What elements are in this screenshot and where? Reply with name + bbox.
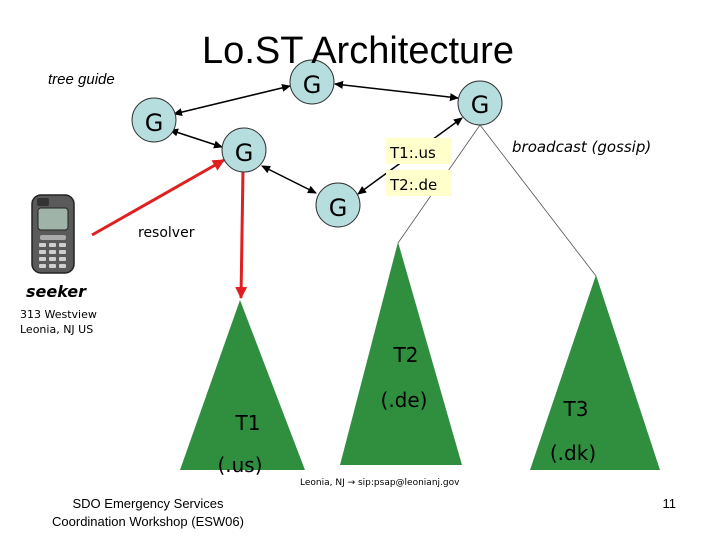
tree-t2-domain: (.de) bbox=[381, 388, 428, 412]
broadcast-label: broadcast (gossip) bbox=[512, 138, 651, 156]
slide-title: Lo.ST Architecture bbox=[202, 30, 514, 72]
node-lower: G bbox=[315, 182, 361, 228]
link-middle-lower bbox=[261, 165, 317, 194]
tree-t2 bbox=[340, 242, 462, 465]
broadcast-line-1 bbox=[479, 124, 597, 277]
table-entry-2: T2:.de bbox=[389, 176, 437, 194]
query-arrow-g-to-t1 bbox=[235, 169, 248, 299]
mapping-note: Leonia, NJ → sip:psap@leonianj.gov bbox=[300, 478, 460, 488]
table-entry-box-1 bbox=[386, 138, 452, 164]
tree-t3 bbox=[530, 275, 660, 470]
link-left-middle bbox=[169, 128, 223, 149]
tree-t2-name: T2 bbox=[393, 343, 419, 367]
tree-t3-name: T3 bbox=[563, 397, 589, 421]
tree-t1 bbox=[180, 300, 305, 470]
tree-t1-name: T1 bbox=[235, 411, 261, 435]
address-line-1: 313 Westview bbox=[20, 308, 97, 321]
resolver-label: resolver bbox=[138, 225, 195, 241]
seeker-label: seeker bbox=[26, 282, 87, 301]
link-top-right bbox=[334, 80, 459, 102]
node-top: G bbox=[289, 59, 335, 105]
tree-t1-domain: (.us) bbox=[217, 453, 262, 477]
page-number: 11 bbox=[663, 496, 677, 511]
tree-guide-label: tree guide bbox=[48, 71, 115, 88]
node-middle: G bbox=[221, 127, 267, 173]
address-line-2: Leonia, NJ US bbox=[20, 323, 93, 336]
node-lower-label: G bbox=[329, 194, 348, 222]
node-right: G bbox=[457, 80, 503, 126]
node-left: G bbox=[131, 97, 177, 143]
table-entry-1: T1:.us bbox=[389, 144, 436, 162]
footer-line-1: SDO Emergency Services bbox=[73, 496, 224, 511]
node-top-label: G bbox=[303, 71, 322, 99]
mobile-phone-icon bbox=[31, 194, 75, 274]
node-middle-label: G bbox=[235, 139, 254, 167]
node-left-label: G bbox=[145, 109, 164, 137]
table-entry-box-2 bbox=[386, 170, 452, 196]
footer-line-2: Coordination Workshop (ESW06) bbox=[52, 514, 244, 529]
tree-t3-domain: (.dk) bbox=[550, 441, 596, 465]
node-right-label: G bbox=[471, 91, 490, 119]
query-arrow-phone-to-g bbox=[91, 158, 225, 237]
resolver-box bbox=[135, 221, 205, 241]
link-top-left bbox=[173, 83, 291, 117]
